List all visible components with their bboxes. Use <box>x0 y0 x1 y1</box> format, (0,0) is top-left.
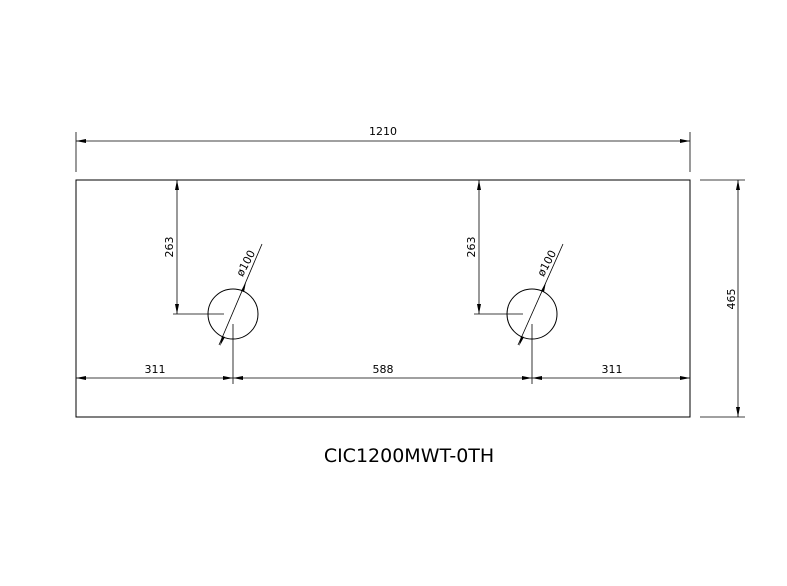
left-hole-depth-dimension: 263 <box>163 179 228 314</box>
overall-depth-dimension: 465 <box>700 179 745 418</box>
right-tap-hole: ø100 <box>474 243 564 384</box>
left-hole-diameter-label: ø100 <box>234 248 258 279</box>
countertop-outline <box>75 179 691 418</box>
left-hole-depth-label: 263 <box>163 237 176 258</box>
model-code-title: CIC1200MWT-0TH <box>324 445 494 467</box>
center-spacing-label: 588 <box>373 363 394 376</box>
horizontal-chain-dimension: 311 588 311 <box>76 363 690 380</box>
right-hole-depth-dimension: 263 <box>465 179 524 314</box>
right-hole-diameter-label: ø100 <box>535 248 559 279</box>
right-offset-label: 311 <box>602 363 623 376</box>
left-tap-hole: ø100 <box>173 243 263 384</box>
right-hole-depth-label: 263 <box>465 237 478 258</box>
overall-width-label: 1210 <box>369 125 397 138</box>
overall-width-dimension: 1210 <box>75 125 691 172</box>
left-offset-label: 311 <box>145 363 166 376</box>
overall-depth-label: 465 <box>725 289 738 310</box>
